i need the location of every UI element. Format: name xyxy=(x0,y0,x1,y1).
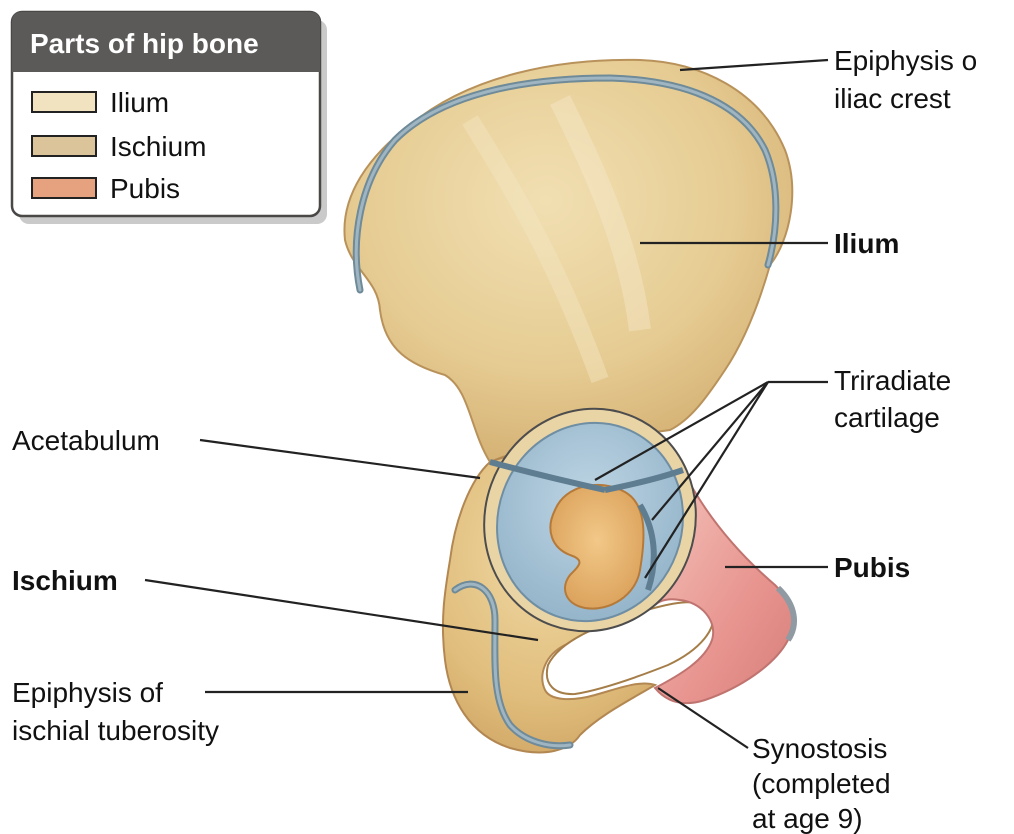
label-acetabulum: Acetabulum xyxy=(12,425,160,456)
label-epiphysis-ischial-line1: Epiphysis of xyxy=(12,677,163,708)
leader-acetabulum xyxy=(200,440,480,478)
label-synostosis-line2: (completed xyxy=(752,768,891,799)
label-epiphysis-ischial-line2: ischial tuberosity xyxy=(12,715,219,746)
label-triradiate-line1: Triradiate xyxy=(834,365,951,396)
label-synostosis-line3: at age 9) xyxy=(752,803,863,834)
legend: Parts of hip bone Ilium Ischium Pubis xyxy=(12,12,327,224)
legend-label-pubis: Pubis xyxy=(110,173,180,204)
label-synostosis-line1: Synostosis xyxy=(752,733,887,764)
legend-label-ischium: Ischium xyxy=(110,131,206,162)
label-pubis: Pubis xyxy=(834,552,910,583)
label-ilium: Ilium xyxy=(834,228,899,259)
leader-iliac-crest xyxy=(680,60,828,70)
label-epiphysis-iliac-crest-line2: iliac crest xyxy=(834,83,951,114)
label-triradiate-line2: cartilage xyxy=(834,402,940,433)
acetabular-fossa xyxy=(550,485,643,609)
legend-label-ilium: Ilium xyxy=(110,87,169,118)
legend-swatch-ischium xyxy=(32,136,96,156)
legend-title: Parts of hip bone xyxy=(30,28,259,59)
label-epiphysis-iliac-crest-line1: Epiphysis o xyxy=(834,45,977,76)
legend-swatch-ilium xyxy=(32,92,96,112)
label-ischium: Ischium xyxy=(12,565,118,596)
legend-swatch-pubis xyxy=(32,178,96,198)
